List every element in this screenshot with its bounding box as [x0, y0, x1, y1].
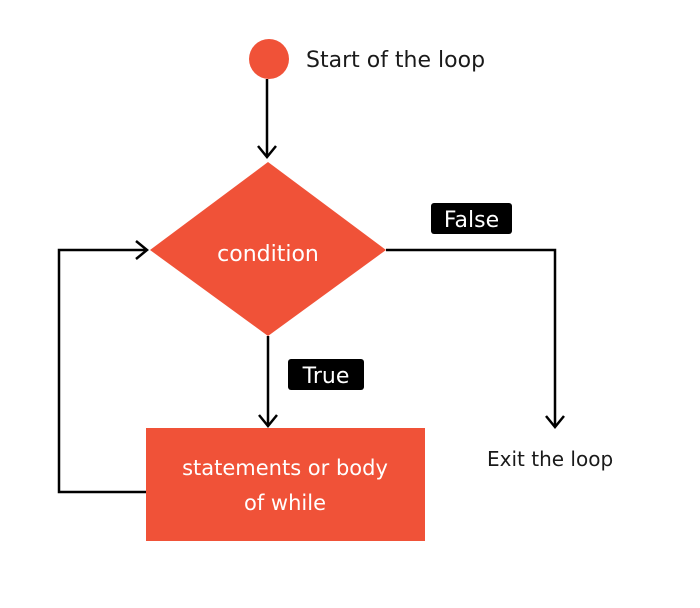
false-badge	[431, 203, 512, 234]
start-node	[249, 39, 289, 79]
body-box	[146, 428, 425, 541]
arrow-true-to-body	[258, 336, 278, 428]
condition-label: condition	[217, 242, 319, 267]
true-label: True	[302, 364, 350, 389]
body-label-line2: of while	[244, 491, 326, 515]
start-label: Start of the loop	[306, 48, 485, 73]
body-label-line1: statements or body	[182, 456, 388, 480]
arrow-start-to-condition	[257, 79, 277, 159]
exit-label: Exit the loop	[487, 447, 613, 471]
true-badge	[288, 359, 364, 390]
false-label: False	[444, 208, 499, 233]
arrow-false-to-exit	[386, 248, 565, 429]
condition-diamond	[150, 162, 386, 336]
arrow-loop-back	[57, 240, 149, 494]
